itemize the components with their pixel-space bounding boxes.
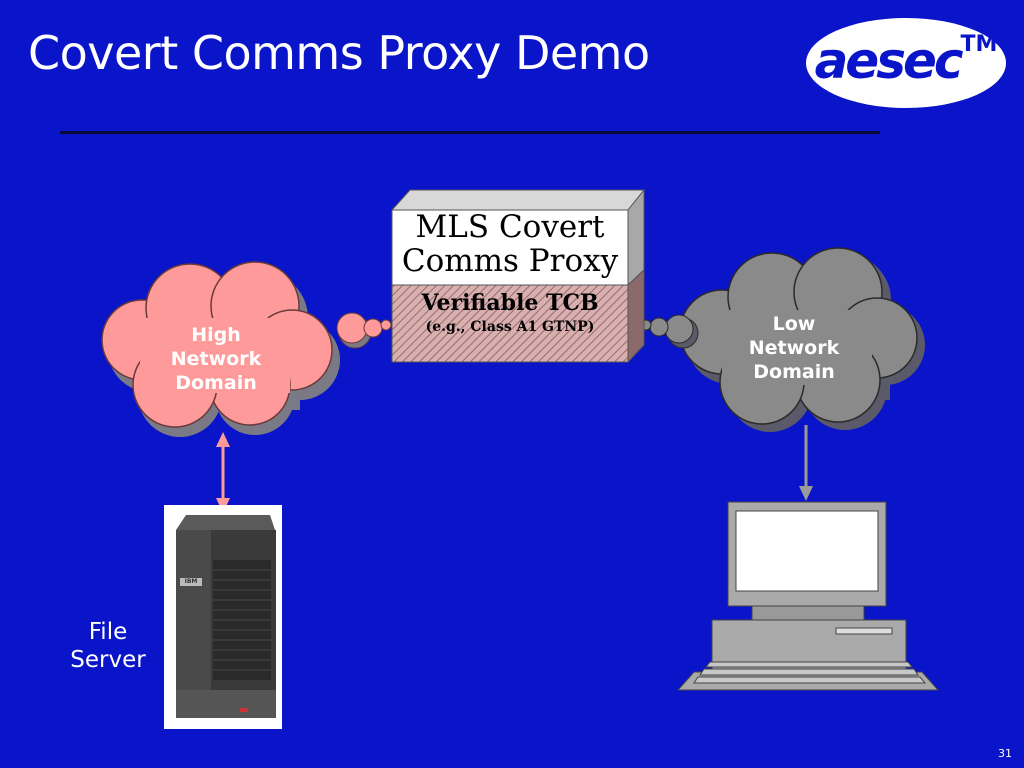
- low-cloud-fill: [722, 310, 872, 385]
- file-server-line2: Server: [70, 647, 146, 673]
- low-workstation-arrow: [799, 425, 813, 501]
- proxy-title-line2: Comms Proxy: [401, 243, 619, 279]
- tcb-title: Verifiable TCB: [421, 290, 599, 316]
- low-domain-line2: Network: [748, 337, 840, 359]
- logo-trademark: TM: [960, 32, 998, 57]
- low-domain-line3: Domain: [753, 361, 835, 383]
- high-domain-label: High Network Domain: [160, 323, 272, 395]
- low-link-bubbles: [640, 314, 699, 349]
- high-cloud-fill: [140, 318, 290, 393]
- tcb-subtitle: (e.g., Class A1 GTNP): [425, 319, 595, 335]
- file-server-label: File Server: [60, 618, 156, 674]
- proxy-box: [390, 188, 646, 364]
- proxy-title: MLS Covert Comms Proxy: [392, 210, 628, 278]
- high-link-bubbles: [336, 312, 392, 349]
- high-domain-line1: High: [191, 324, 241, 346]
- high-domain-line2: Network: [170, 348, 262, 370]
- high-domain-line3: Domain: [175, 372, 257, 394]
- logo-text: aesecTM: [806, 32, 1006, 90]
- file-server-line1: File: [88, 619, 128, 645]
- proxy-title-line1: MLS Covert: [415, 209, 605, 245]
- low-domain-label: Low Network Domain: [738, 312, 850, 384]
- aesec-logo: aesecTM: [806, 18, 1006, 108]
- file-server-image: [164, 505, 282, 729]
- slide-title: Covert Comms Proxy Demo: [28, 26, 650, 80]
- title-divider: [60, 131, 880, 134]
- low-domain-line1: Low: [772, 313, 816, 335]
- logo-wordmark: aesec: [814, 32, 964, 90]
- server-badge: IBM: [184, 578, 198, 585]
- high-server-arrow: [216, 432, 230, 513]
- workstation-image: [676, 501, 940, 691]
- page-number: 31: [998, 747, 1012, 760]
